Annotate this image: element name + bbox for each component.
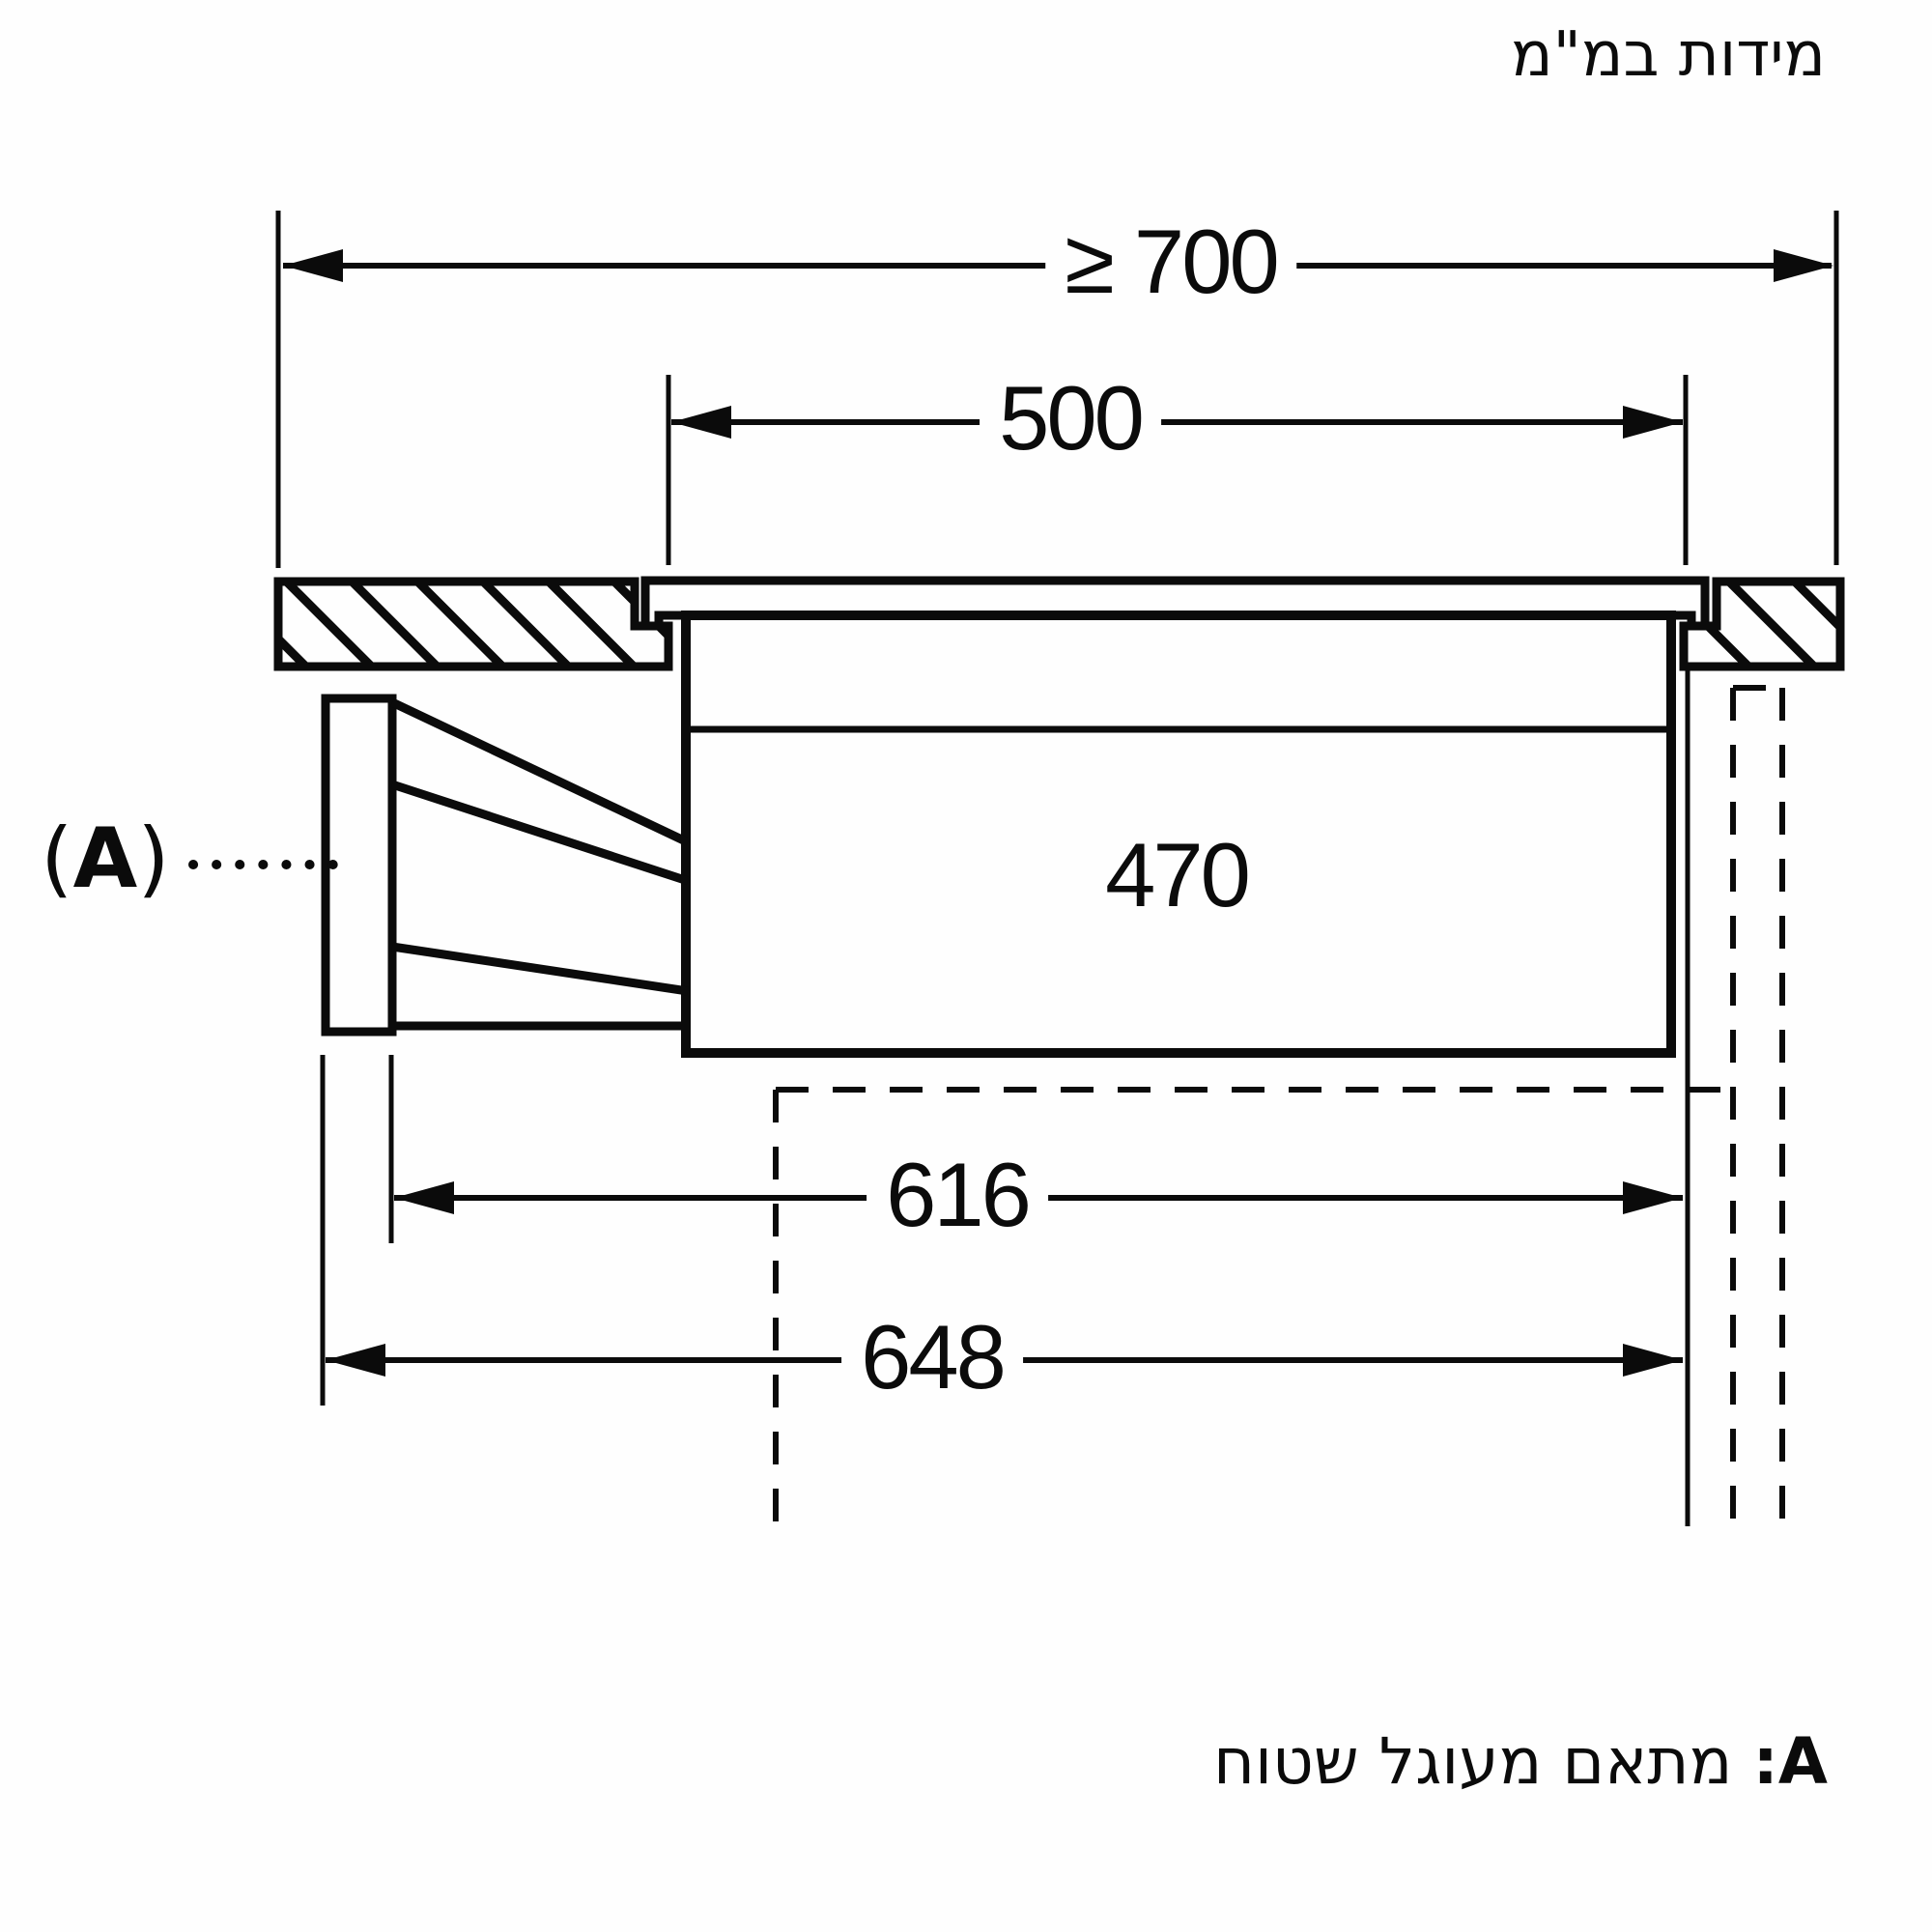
dashed-clearance — [773, 685, 1785, 1546]
dim-label-body: 470 — [1086, 830, 1267, 921]
callout-letter: A — [72, 810, 138, 907]
dim-label-cutout: 500 — [980, 373, 1161, 464]
footnote-prefix: A: — [1752, 1724, 1829, 1799]
page-title-text: מידות במ"מ — [1511, 19, 1826, 91]
arrow-cutout-left — [671, 406, 731, 439]
arrow-648-left — [326, 1344, 385, 1377]
footnote-text: מתאם מעוגל שטוח — [1212, 1724, 1733, 1799]
arrow-616-right — [1623, 1181, 1683, 1214]
page-title: מידות במ"מ — [1511, 21, 1826, 89]
dim-label-648: 648 — [841, 1312, 1023, 1403]
arrow-616-left — [394, 1181, 454, 1214]
footnote-legend: A: מתאם מעוגל שטוח — [1212, 1724, 1829, 1799]
duct-cone-line-lower-inner — [391, 942, 689, 996]
callout-paren-open: ( — [41, 810, 73, 907]
dim-label-total: ≥ 700 — [1045, 216, 1296, 307]
arrow-total-left — [283, 249, 343, 282]
arrow-cutout-right — [1623, 406, 1683, 439]
worktop-left-section — [273, 577, 673, 671]
worktop-right-section — [1679, 577, 1845, 671]
extension-lines — [275, 211, 1839, 1526]
duct-cone — [388, 697, 690, 1031]
dim-label-616: 616 — [867, 1150, 1048, 1240]
arrow-total-right — [1774, 249, 1833, 282]
duct-cone-line-top — [390, 697, 690, 847]
callout-a-label: (A) — [41, 817, 170, 900]
callout-paren-close: ) — [137, 810, 170, 907]
duct-cone-line-upper-inner — [390, 780, 690, 886]
arrow-648-right — [1623, 1344, 1683, 1377]
